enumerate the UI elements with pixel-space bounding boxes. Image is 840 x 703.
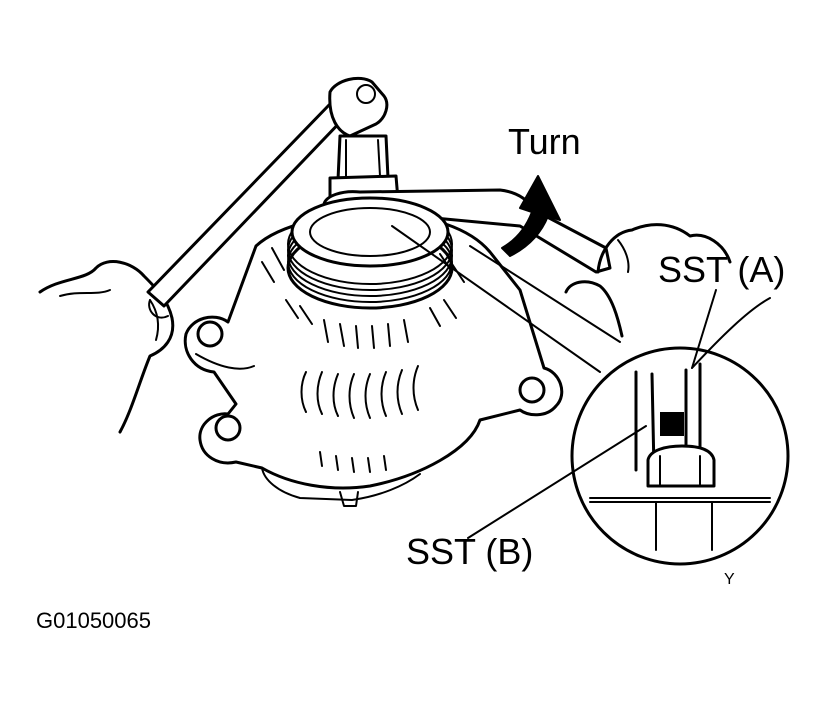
turn-label: Turn — [508, 121, 581, 162]
figure-code: G01050065 — [36, 608, 151, 633]
sst-a-label: SST (A) — [658, 249, 785, 290]
label-leaders — [467, 289, 771, 539]
right-hand — [564, 223, 732, 338]
detail-leader-lines — [391, 225, 621, 373]
pulley — [286, 196, 454, 310]
mark-y-label: Y — [724, 571, 735, 588]
detail-inset — [570, 346, 790, 566]
sst-b-label: SST (B) — [406, 531, 533, 572]
turn-arrow-icon — [501, 175, 561, 257]
wrench-handle — [146, 76, 389, 319]
